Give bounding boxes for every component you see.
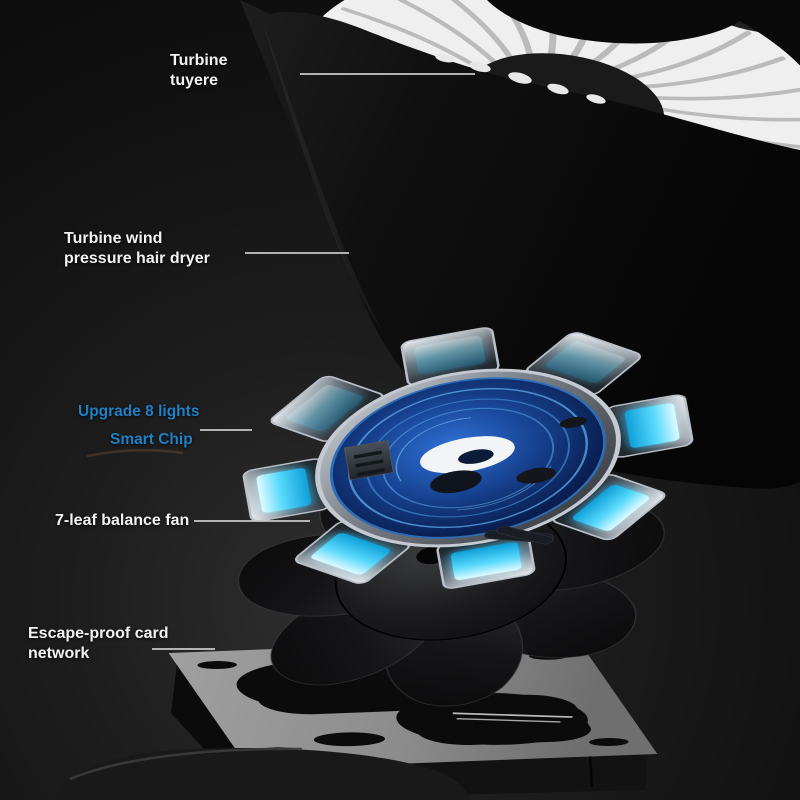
label-upgrade-lights: Upgrade 8 lights — [78, 403, 200, 420]
label-balance-fan: 7-leaf balance fan — [55, 512, 190, 529]
pcb-screw — [516, 467, 556, 484]
turbine-teeth — [435, 53, 606, 104]
hair-dryer-body — [240, 0, 800, 489]
label-smart-chip: Smart Chip — [110, 431, 193, 448]
led-gear-smart-chip — [242, 327, 694, 589]
label-card-network: Escape-proof card network — [28, 625, 169, 662]
pcb-screw — [430, 470, 482, 494]
top-cap — [487, 0, 764, 44]
label-turbine-tuyere: Turbine tuyere — [170, 52, 228, 89]
label-hair-dryer: Turbine wind pressure hair dryer — [64, 230, 210, 267]
pcb-pins — [484, 525, 554, 545]
top-cap-arm — [680, 0, 800, 40]
base-stand — [52, 747, 470, 800]
pcb-screw — [559, 416, 588, 428]
hair-strand — [86, 449, 184, 458]
